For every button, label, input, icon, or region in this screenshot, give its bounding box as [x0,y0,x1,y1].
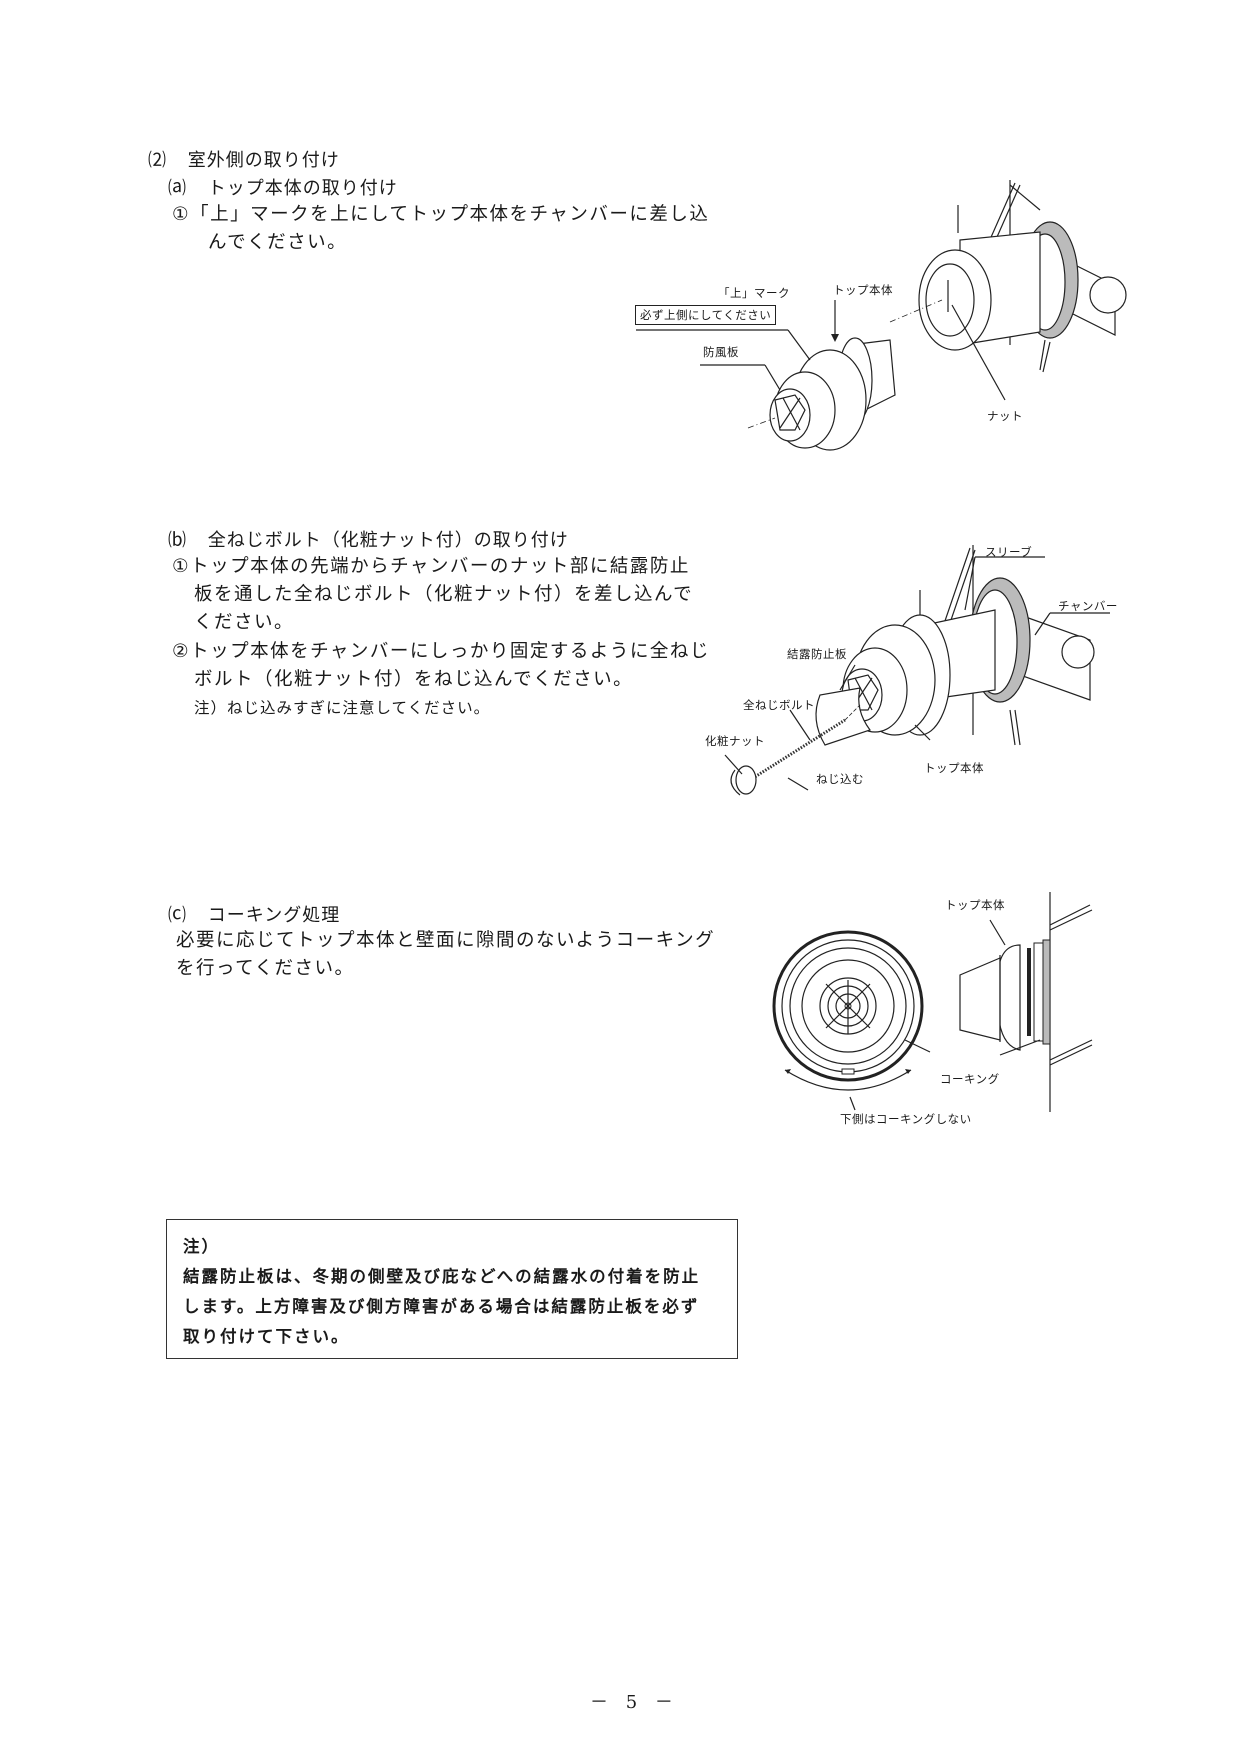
subsection-c-marker: ⒞ [168,905,187,926]
subsection-a-marker: ⒜ [168,178,187,199]
note-line: 結露防止板は、冬期の側壁及び庇などへの結露水の付着を防止 [183,1267,701,1286]
label-condensation-plate: 結露防止板 [787,647,847,661]
label-nut: ナット [987,409,1023,423]
label-sleeve: スリーブ [985,545,1033,559]
label-wind-guard: 防風板 [703,345,739,359]
section-number: ⑵ [148,150,167,171]
note-box: 注） 結露防止板は、冬期の側壁及び庇などへの結露水の付着を防止 します。上方障害… [166,1219,738,1359]
section-title: 室外側の取り付け [187,150,340,171]
label-decorative-nut: 化粧ナット [705,734,765,748]
step-marker: ① [172,556,191,577]
note-line: します。上方障害及び側方障害がある場合は結露防止板を必ず [183,1297,700,1316]
step-line: んでください。 [208,232,348,253]
subsection-b-heading: ⒝ 全ねじボルト（化粧ナット付）の取り付け [168,526,569,552]
label-top-body: トップ本体 [945,898,1005,912]
label-full-thread-bolt: 全ねじボルト [743,698,815,712]
subsection-a-title: トップ本体の取り付け [207,178,398,199]
body-line: を行ってください。 [176,958,355,979]
label-top-body: トップ本体 [833,283,893,297]
step-marker: ② [172,641,191,662]
label-up-mark-note: 必ず上側にしてください [635,305,777,325]
label-top-body: トップ本体 [924,761,984,775]
step-line: トップ本体をチャンバーにしっかり固定するように全ねじ [190,641,710,662]
label-up-mark: 「上」マーク [718,286,790,300]
label-chamber: チャンバー [1058,599,1118,613]
subsection-c-body: 必要に応じてトップ本体と壁面に隙間のないようコーキング を行ってください。 [176,927,715,983]
subsection-b-step-1: ①トップ本体の先端からチャンバーのナット部に結露防止 板を通した全ねじボルト（化… [172,553,693,637]
step-line: ボルト（化粧ナット付）をねじ込んでください。 [194,669,634,690]
step-line: 板を通した全ねじボルト（化粧ナット付）を差し込んで [194,584,694,605]
subsection-a-heading: ⒜ トップ本体の取り付け [168,174,398,200]
subsection-b-step-2: ②トップ本体をチャンバーにしっかり固定するように全ねじ ボルト（化粧ナット付）を… [172,638,710,694]
step-line: トップ本体の先端からチャンバーのナット部に結露防止 [190,556,690,577]
page-number: － 5 － [590,1692,679,1713]
step-marker: ① [172,204,191,225]
note-heading: 注） [183,1237,220,1256]
note-line: 取り付けて下さい。 [183,1327,350,1346]
subsection-c-title: コーキング処理 [207,905,341,926]
subsection-b-marker: ⒝ [168,530,187,551]
step-line: ください。 [194,612,295,633]
section-heading: ⑵ 室外側の取り付け [148,146,340,172]
step-line: 「上」マークを上にしてトップ本体をチャンバーに差し込 [190,204,710,225]
subsection-b-caution: 注）ねじ込みすぎに注意してください。 [194,699,491,717]
label-caulking: コーキング [940,1072,1000,1086]
subsection-c-heading: ⒞ コーキング処理 [168,901,340,927]
subsection-b-title: 全ねじボルト（化粧ナット付）の取り付け [207,530,569,551]
subsection-a-step-1: ①「上」マークを上にしてトップ本体をチャンバーに差し込 んでください。 [172,201,709,257]
label-no-caulking-bottom: 下側はコーキングしない [840,1112,972,1126]
body-line: 必要に応じてトップ本体と壁面に隙間のないようコーキング [176,930,716,951]
label-screw-in: ねじ込む [816,772,864,786]
